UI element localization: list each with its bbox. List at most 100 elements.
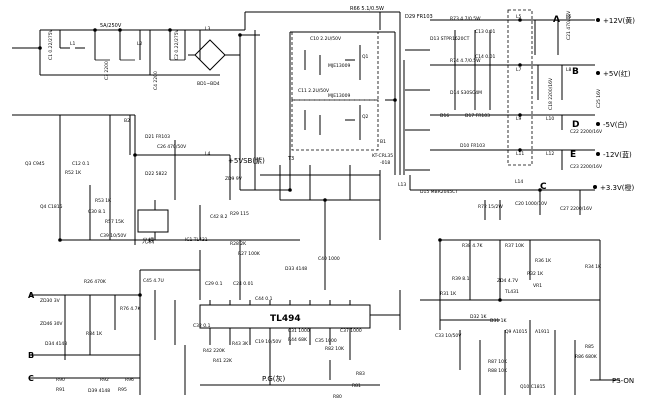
label-c21: C21 470/16V [566, 10, 572, 40]
label-r36: R36 1K [535, 258, 552, 264]
label-l7: L7 [516, 67, 522, 73]
label-r32: R32 1K [527, 271, 544, 277]
label-d13: D13 STPR1620CT [430, 36, 470, 42]
output-12v-terminal: A +12V(黄) [553, 15, 635, 25]
label-r57: R57 15K [105, 219, 125, 225]
label-c40: C40 1000 [318, 256, 340, 262]
label-c19: C19 10/50V [255, 339, 282, 345]
label-c39: C39 10/50V [100, 233, 127, 239]
label-r37: R37 10K [505, 243, 525, 249]
label-c25: C25 16V [596, 88, 602, 108]
label-bridge: BD1~BD4 [197, 81, 220, 87]
label-c23: C23 2200/16V [570, 164, 603, 170]
label-c3: C3 2200 [104, 61, 110, 80]
output-label: -12V(蓝) [603, 150, 632, 159]
output-3v3-terminal: C +3.3V(橙) [540, 182, 635, 192]
label-q1-part: MJE13009 [328, 63, 351, 69]
label-r96: R96 [125, 377, 134, 383]
label-r26: R26 470K [84, 279, 107, 285]
label-r91: R91 [56, 387, 65, 393]
label-l12: L12 [546, 151, 554, 157]
label-kt: KT-CRL35 [372, 153, 393, 159]
label-l5: L5 [516, 14, 522, 20]
label-t3: T3 [287, 156, 294, 162]
label-r39: R39 8.1 [452, 276, 470, 282]
label-l10: L10 [546, 116, 554, 122]
label-r82: R82 10K [325, 346, 345, 352]
label-l2: L2 [137, 41, 143, 47]
label-r90: R90 [56, 377, 65, 383]
label-r42: R42 220K [203, 348, 226, 354]
label-q2: Q2 [362, 114, 369, 120]
label-r44: R44 68K [288, 337, 308, 343]
label-r74: R74 4.7/0.5W [450, 58, 481, 64]
label-vr: VR1 [533, 283, 542, 289]
left-terminals: A B C [28, 291, 35, 383]
label-r85: R85 [585, 344, 594, 350]
label-d39: D39 4148 [88, 388, 110, 394]
label-c12: C12 0.1 [72, 161, 90, 167]
label-d21: D21 FR103 [145, 134, 170, 140]
label-r88: R88 10K [488, 368, 508, 374]
ic-tl494-label: TL494 [270, 314, 301, 324]
label-kt-sub: -018 [380, 160, 390, 166]
label-r84: R84 1K [86, 331, 103, 337]
label-zd9: ZD9 9V [225, 176, 243, 182]
label-c33: C33 10/50V [435, 333, 462, 339]
label-q9: Q9 A1015 [505, 329, 528, 335]
label-b1: B1 [380, 139, 386, 145]
label-c44: C44 0.1 [255, 296, 273, 302]
terminal-letter: E [570, 150, 576, 160]
label-d32: D32 1K [470, 314, 487, 320]
signals: +5VSB(紫) PS-ON P.G(灰) [228, 157, 634, 385]
label-d16: D16 [440, 113, 449, 119]
label-c31: C31 1000 [288, 328, 310, 334]
label-r92: R92 [100, 377, 109, 383]
label-l6: L6 [566, 14, 572, 20]
label-l9: L9 [516, 116, 522, 122]
output-label: +3.3V(橙) [600, 183, 635, 192]
label-l8: L8 [566, 67, 572, 73]
label-r27: R27 100K [238, 251, 261, 257]
label-r83: R83 [356, 371, 365, 377]
label-c13: C13 0.01 [475, 29, 495, 35]
terminal-letter: D [572, 120, 579, 130]
label-c45: C45 4.7U [143, 278, 164, 284]
label-q4: Q4 C1815 [40, 204, 63, 210]
label-ic2: A1911 [535, 329, 550, 335]
label-r76: R76 4.7K [120, 306, 141, 312]
standby-label: +5VSB(紫) [228, 157, 265, 165]
label-l1: L1 [70, 41, 76, 47]
label-c4: C4 2200 [153, 71, 159, 90]
label-c37: C37 1000 [340, 328, 362, 334]
label-b2: B2 [124, 118, 130, 124]
label-r73: R73 4.7/0.5W [450, 16, 481, 22]
junctions [38, 18, 542, 302]
power-good-label: P.G(灰) [262, 374, 286, 383]
label-r34: R34 1K [585, 264, 602, 270]
label-c22: C22 2200/16V [570, 129, 603, 135]
label-d34: D34 4148 [45, 341, 67, 347]
output-minus12v-terminal: E -12V(蓝) [570, 150, 632, 160]
label-r81: R81 [352, 383, 361, 389]
label-d22: D22 5822 [145, 171, 167, 177]
label-l14: L14 [515, 179, 523, 185]
label-r28: R28 2K [230, 241, 247, 247]
label-l11: L11 [516, 151, 524, 157]
label-c11: C11 2.2U/50V [298, 88, 330, 94]
label-r41: R41 22K [213, 358, 233, 364]
label-d31: D31 1K [490, 318, 507, 324]
wiring [12, 9, 620, 395]
label-r52: R52 1K [65, 170, 82, 176]
output-label: +5V(红) [603, 69, 631, 78]
label-d33: D33 4148 [285, 266, 307, 272]
label-r95: R95 [118, 387, 127, 393]
label-d10: D10 FR103 [460, 143, 485, 149]
output-5v-terminal: B +5V(红) [572, 67, 631, 78]
output-label: +12V(黄) [603, 16, 635, 25]
label-tl431: TL431 [504, 289, 519, 295]
label-c32: C32 0.1 [193, 323, 211, 329]
label-r31: R31 1K [440, 291, 457, 297]
label-d17: D17 FR103 [465, 113, 490, 119]
